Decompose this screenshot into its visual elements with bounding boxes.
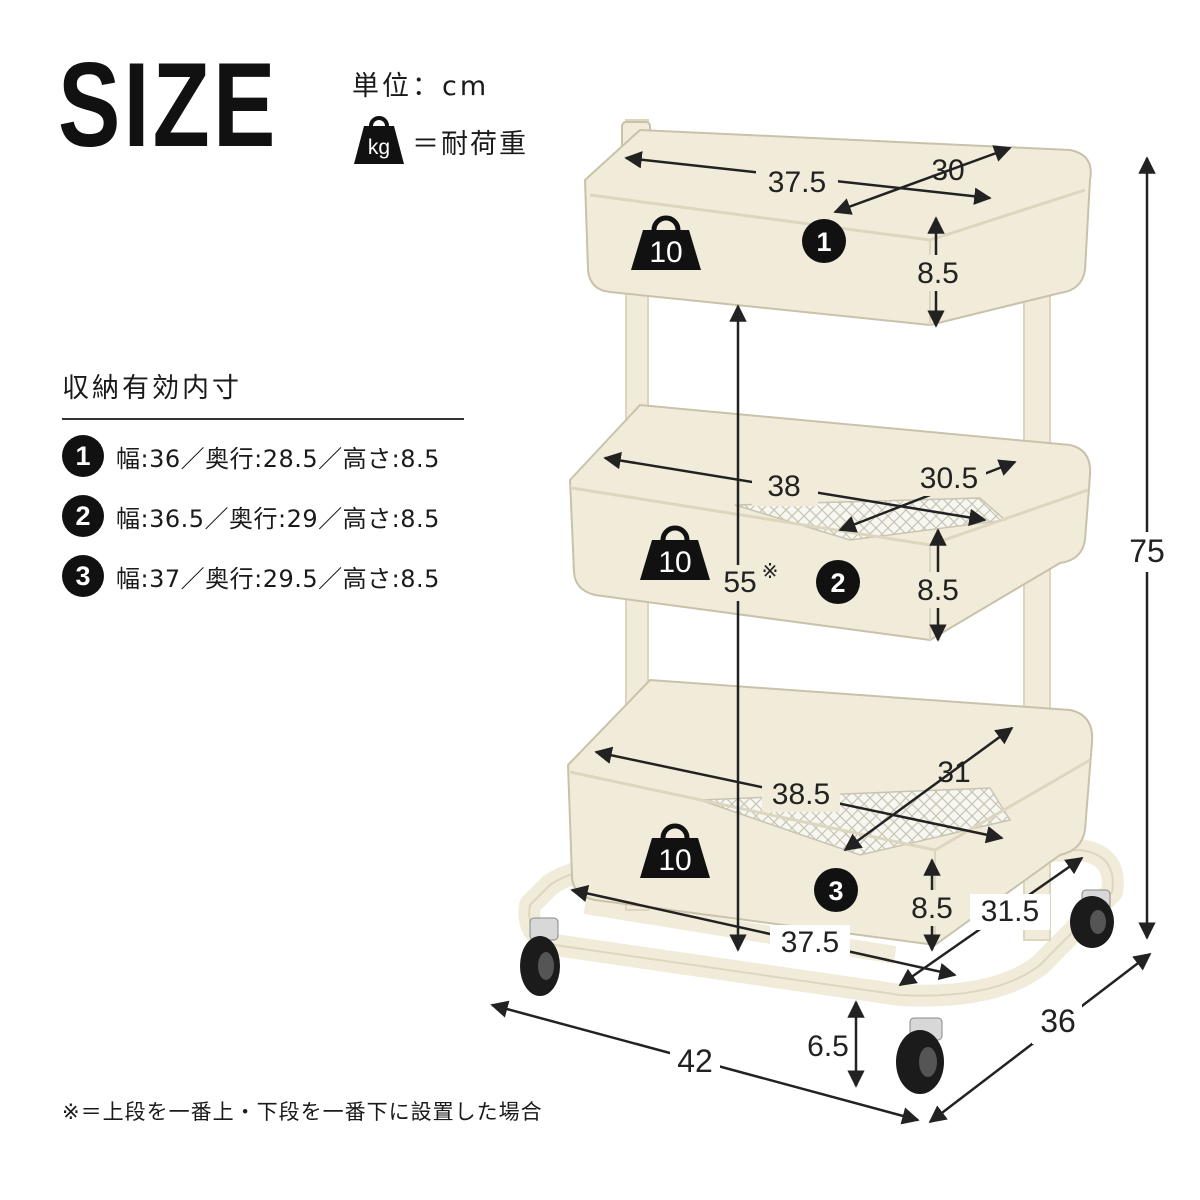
overall-height-label: 75 xyxy=(1129,533,1165,569)
label-bg xyxy=(910,572,966,608)
label-bg xyxy=(906,890,958,926)
label-bg xyxy=(770,925,850,961)
footnote: ※＝上段を一番上・下段を一番下に設置した場合 xyxy=(62,1100,543,1124)
spec-text-1: 幅:36／奥行:28.5／高さ:8.5 xyxy=(116,444,440,473)
tier-1-badge-mark xyxy=(802,219,846,263)
caster-wheel xyxy=(520,917,560,996)
tier-2-width-label: 38 xyxy=(767,470,800,503)
label-bg xyxy=(762,776,840,812)
tier-2-badge: 2 xyxy=(62,495,104,537)
caster-wheel xyxy=(896,1017,944,1094)
label-bg xyxy=(1122,532,1172,572)
spec-row-2: 2 幅:36.5／奥行:29／高さ:8.5 xyxy=(62,494,440,538)
unit-label: 単位：cm xyxy=(352,71,490,102)
label-bg xyxy=(756,163,838,199)
base-width-label: 37.5 xyxy=(781,926,839,959)
tier-1-height-label: 8.5 xyxy=(917,257,959,290)
spec-row-3: 3 幅:37／奥行:29.5／高さ:8.5 xyxy=(62,554,440,598)
tier-3-depth-label: 31 xyxy=(937,756,970,789)
tier-2-badge-text: 2 xyxy=(830,568,845,598)
tier-3-width-label: 38.5 xyxy=(772,778,830,811)
floor-clearance-label: 6.5 xyxy=(807,1030,849,1063)
overall-width-label: 42 xyxy=(677,1043,713,1079)
tier-3-load: 10 xyxy=(658,844,691,877)
spec-text-2: 幅:36.5／奥行:29／高さ:8.5 xyxy=(116,504,440,533)
spec-text-3: 幅:37／奥行:29.5／高さ:8.5 xyxy=(116,564,440,593)
tier-1-width-label: 37.5 xyxy=(768,166,826,199)
tier-1-badge-text: 1 xyxy=(816,227,831,257)
weight-icon: 10 xyxy=(640,525,710,580)
tier-2-height-label: 8.5 xyxy=(917,574,959,607)
base-depth-label: 31.5 xyxy=(981,895,1039,928)
spec-row-1: 1 幅:36／奥行:28.5／高さ:8.5 xyxy=(62,434,440,478)
kg-icon-label: kg xyxy=(368,136,390,159)
tier-2-load: 10 xyxy=(658,546,691,579)
label-bg xyxy=(752,470,818,506)
shelf-gap-note: ※ xyxy=(762,559,779,583)
tier-1-badge: 1 xyxy=(62,435,104,477)
shelf-gap-label: 55 xyxy=(723,566,756,599)
tier-1-load: 10 xyxy=(649,236,682,269)
storage-heading: 収納有効内寸 xyxy=(62,373,242,404)
tier-3-badge-text: 3 xyxy=(828,876,843,906)
label-bg xyxy=(910,255,966,291)
heading-divider xyxy=(62,418,464,420)
tier-3-depth-line xyxy=(843,726,1014,852)
caster-wheel xyxy=(1070,889,1114,948)
tier-1-depth-line xyxy=(833,145,1012,215)
page-title: SIZE xyxy=(58,38,279,172)
label-bg xyxy=(720,565,780,601)
label-bg xyxy=(670,1042,720,1082)
kg-weight-icon: kg xyxy=(354,116,404,164)
tier-1-depth-label: 30 xyxy=(931,154,964,187)
tier-2-badge-mark xyxy=(816,560,860,604)
tier-3-badge: 3 xyxy=(62,555,104,597)
tier-2-depth-label: 30.5 xyxy=(920,462,978,495)
label-bg xyxy=(912,460,986,496)
weight-icon: 10 xyxy=(631,215,701,270)
base-width-line xyxy=(570,884,957,981)
overall-depth-label: 36 xyxy=(1040,1003,1076,1039)
tier-3-height-label: 8.5 xyxy=(911,892,953,925)
label-bg xyxy=(1032,1004,1082,1044)
load-capacity-label: ＝耐荷重 xyxy=(412,129,528,160)
label-bg xyxy=(970,894,1050,930)
